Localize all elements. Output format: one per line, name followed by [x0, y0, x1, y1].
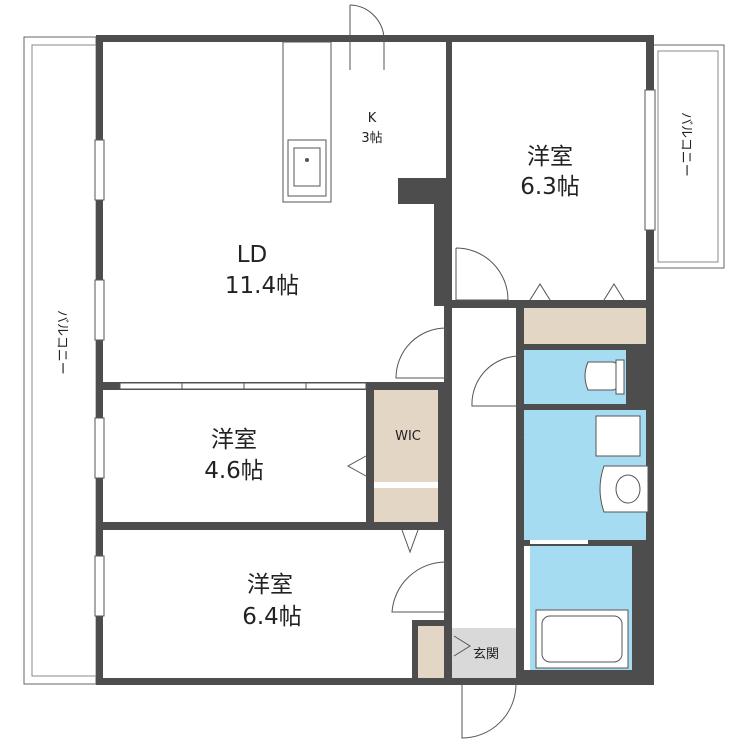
- closet-marker-4: [401, 529, 419, 554]
- room-name-kitchen: K: [368, 111, 377, 126]
- bathtub: [535, 609, 629, 669]
- walls: [96, 35, 654, 685]
- balcony-east: バルコニー: [651, 44, 725, 269]
- room-size-kitchen: 3帖: [361, 131, 382, 146]
- sliding-partition: [119, 382, 367, 390]
- door-toilet: [471, 355, 521, 407]
- room-size-ld: 11.4帖: [225, 273, 299, 299]
- toilet-fixture: [584, 359, 625, 395]
- balcony-east-label: バルコニー: [678, 112, 693, 177]
- door-north: [349, 4, 385, 70]
- room-name-ld: LD: [237, 242, 268, 268]
- closet-ne: [524, 308, 648, 344]
- wic-area: [374, 390, 438, 482]
- kitchen-counter: [282, 41, 332, 203]
- closet-marker-3: [346, 455, 367, 477]
- balcony-west: バルコニー: [23, 36, 97, 685]
- room-name-western-sw: 洋室: [247, 572, 293, 598]
- room-name-western-mid: 洋室: [211, 427, 257, 453]
- room-name-entrance: 玄関: [473, 647, 499, 662]
- shoe-closet: [418, 624, 448, 678]
- closet-marker-2: [603, 283, 625, 301]
- balcony-west-label: バルコニー: [54, 310, 69, 375]
- closet-marker-1: [529, 283, 551, 301]
- washroom-door: [521, 412, 588, 544]
- room-size-western-mid: 4.6帖: [204, 458, 264, 484]
- room-name-western-ne: 洋室: [527, 144, 573, 170]
- door-sw-room: [391, 561, 447, 613]
- window-east: [644, 89, 656, 231]
- washbasin: [595, 415, 649, 513]
- door-ne-room: [455, 247, 509, 301]
- closet-mid: [374, 488, 438, 526]
- room-name-wic: WIC: [395, 429, 421, 444]
- door-entrance: [461, 683, 517, 739]
- closet-marker-5: [453, 635, 471, 657]
- room-size-western-sw: 6.4帖: [242, 604, 302, 630]
- entrance-floor: [450, 628, 516, 678]
- door-ld: [395, 327, 447, 379]
- room-size-western-ne: 6.3帖: [520, 174, 580, 200]
- windows-west: [94, 139, 105, 617]
